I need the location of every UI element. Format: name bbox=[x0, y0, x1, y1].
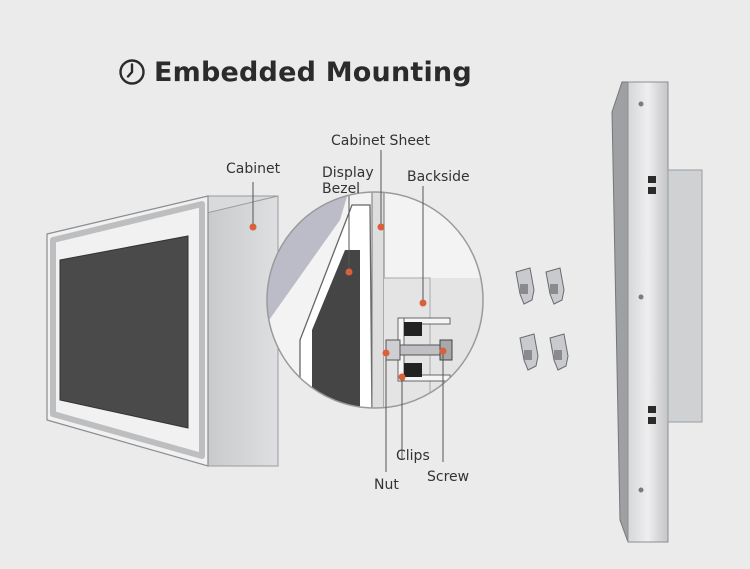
zoom-detail bbox=[266, 191, 484, 409]
cabinet-side bbox=[207, 195, 279, 467]
clip-item bbox=[545, 267, 565, 305]
panel-front-lip bbox=[611, 81, 629, 543]
clip-block-top bbox=[404, 322, 422, 336]
zoom-circle-ring bbox=[266, 191, 484, 409]
clip-item bbox=[519, 333, 539, 371]
mounting-clips-group bbox=[515, 267, 569, 371]
clip-item bbox=[549, 333, 569, 371]
clock-icon bbox=[119, 59, 145, 85]
screw-marker bbox=[439, 347, 447, 355]
label-markers bbox=[249, 223, 447, 381]
nut-shape bbox=[385, 339, 401, 361]
clip-item bbox=[515, 267, 535, 305]
clip-block-bottom bbox=[404, 363, 422, 377]
label-cabinet-sheet: Cabinet Sheet bbox=[331, 133, 431, 149]
cabinet-sheet-marker bbox=[377, 223, 385, 231]
display-bezel-edge bbox=[50, 201, 205, 459]
label-backside: Backside bbox=[407, 169, 470, 185]
label-screw: Screw bbox=[427, 469, 469, 485]
label-clips: Clips bbox=[396, 448, 430, 464]
clips-marker bbox=[398, 373, 406, 381]
title-block: Embedded Mounting bbox=[118, 52, 472, 92]
panel-rear-housing bbox=[667, 169, 703, 423]
label-bezel: Bezel bbox=[322, 181, 360, 197]
cabinet-marker bbox=[249, 223, 257, 231]
page-title: Embedded Mounting bbox=[154, 56, 472, 88]
bezel-screen bbox=[312, 250, 360, 408]
backside-marker bbox=[419, 299, 427, 307]
label-nut: Nut bbox=[374, 477, 399, 493]
panel-vents bbox=[648, 176, 656, 424]
leader-lines bbox=[252, 150, 444, 472]
bezel-marker bbox=[345, 268, 353, 276]
panel-side-view bbox=[611, 81, 703, 543]
cabinet-illustration bbox=[46, 195, 279, 467]
display-screen bbox=[59, 235, 189, 429]
nut-marker bbox=[382, 349, 390, 357]
label-cabinet: Cabinet bbox=[226, 161, 281, 177]
screw-shaft bbox=[399, 344, 441, 356]
panel-body bbox=[627, 81, 669, 543]
panel-screws bbox=[638, 101, 644, 493]
label-display: Display bbox=[322, 165, 374, 181]
